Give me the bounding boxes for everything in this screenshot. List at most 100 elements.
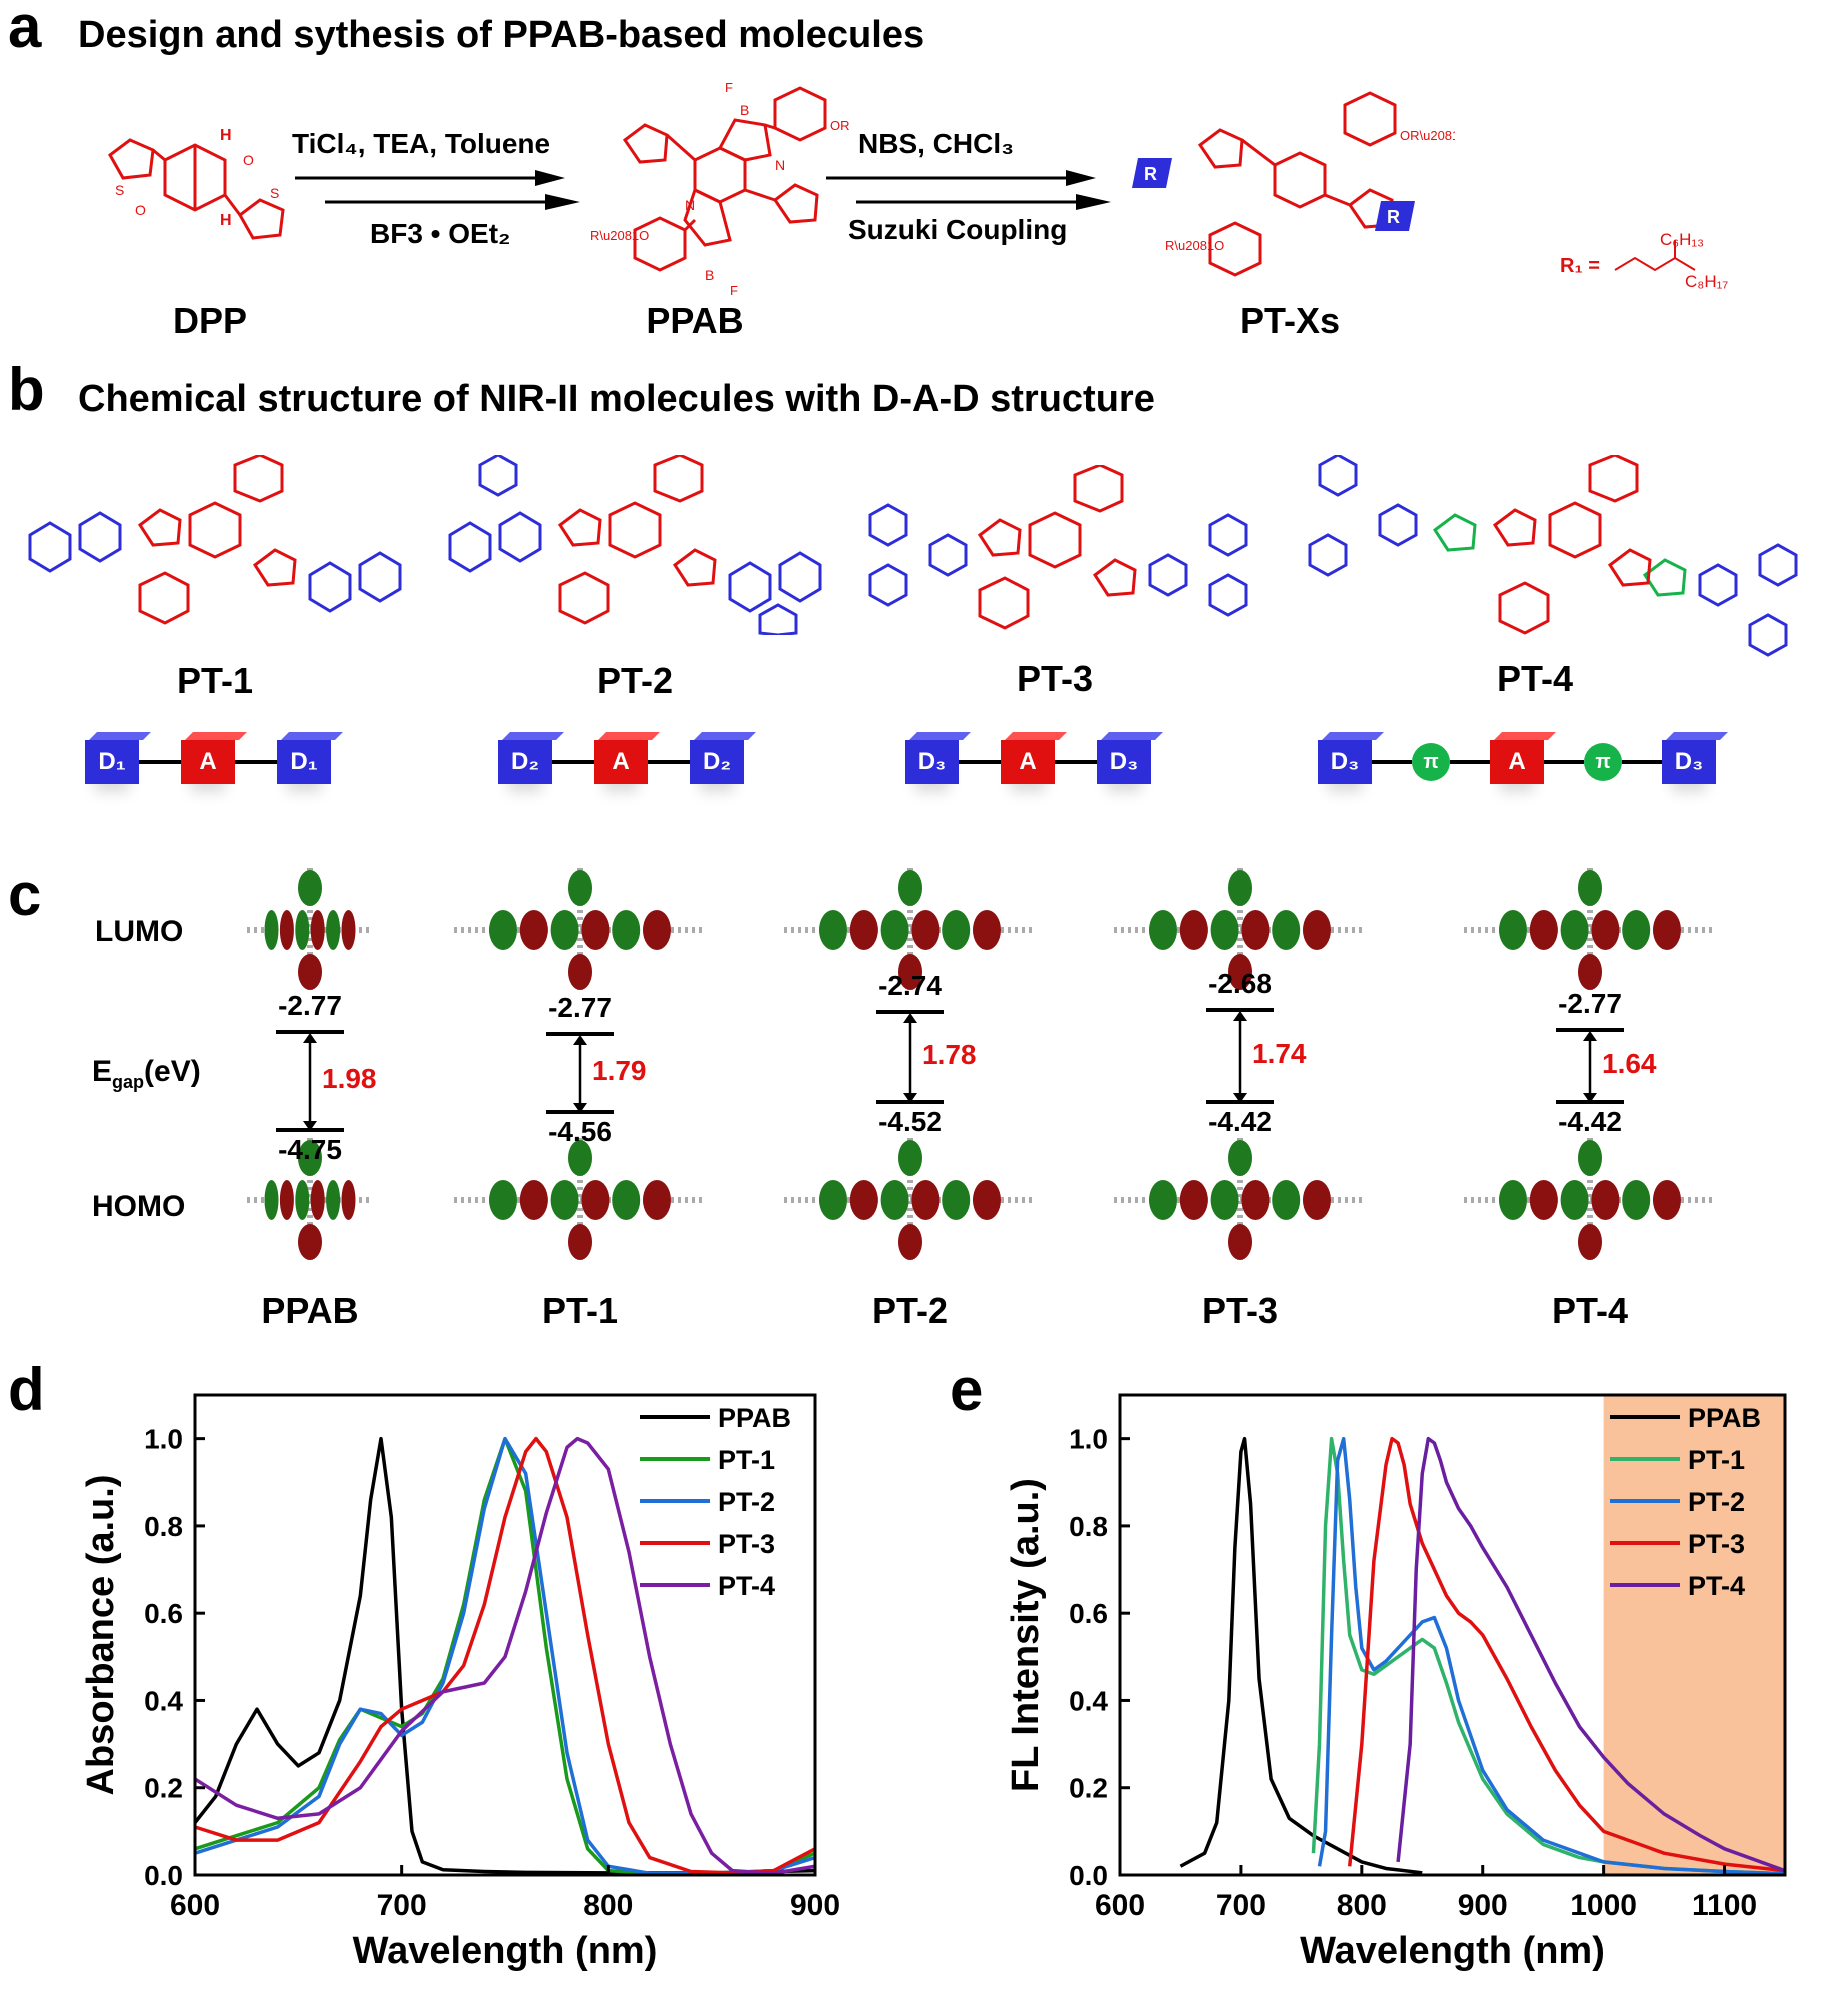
- series-line-pt-2: [1317, 1436, 1786, 1876]
- series-line-pt-4: [194, 1436, 816, 1876]
- panel-a-label: a: [8, 0, 42, 60]
- x-tick-label: 800: [583, 1889, 633, 1922]
- energy-gap-arrow: [303, 1033, 317, 1131]
- step1-reagents-top: TiCl₄, TEA, Toluene: [292, 128, 551, 159]
- homo-energy-value: -4.52: [878, 1106, 942, 1137]
- x-tick-label: 900: [790, 1889, 840, 1922]
- block-diagram-pt-3: D₃ A D₃: [905, 740, 1151, 784]
- x-tick-label: 900: [1458, 1889, 1508, 1922]
- ppab-structure: N B B N OR R\u2081O F F: [590, 80, 850, 298]
- orbital-molecule-name: PPAB: [261, 1290, 359, 1331]
- compound-ppab: PPAB: [646, 300, 744, 341]
- x-axis-label: Wavelength (nm): [353, 1930, 658, 1972]
- homo-orbital-pt-4: [1464, 1138, 1716, 1262]
- y-tick-label: 0.2: [1069, 1773, 1108, 1804]
- svg-text:H: H: [220, 212, 232, 229]
- panel-b-label: b: [8, 356, 45, 423]
- panel-e-label: e: [950, 1356, 984, 1423]
- svg-text:B: B: [705, 267, 714, 283]
- y-tick-label: 1.0: [1069, 1424, 1108, 1455]
- energy-gap-value: 1.98: [322, 1063, 377, 1094]
- block-diagram-pt-1: D₁ A D₁: [85, 740, 331, 784]
- pt-xs-structure: OR\u2081 R\u2081O: [1165, 91, 1455, 277]
- step1-reagents-bottom: BF3 • OEt₂: [370, 218, 511, 249]
- block-diagram-pt-2: D₂ A D₂: [498, 740, 744, 784]
- x-tick-label: 700: [1216, 1889, 1266, 1922]
- homo-energy-value: -4.75: [278, 1134, 342, 1165]
- homo-row-label: HOMO: [92, 1190, 186, 1223]
- lumo-orbital-pt-2: [784, 868, 1036, 992]
- legend-label-pt-4: PT-4: [1688, 1571, 1745, 1601]
- molecule-pt-3: PT-3: [1016, 658, 1094, 699]
- panel-b-title: Chemical structure of NIR-II molecules w…: [78, 378, 1155, 420]
- legend-label-pt-4: PT-4: [718, 1571, 775, 1601]
- nir-ii-shaded-region: [1603, 1395, 1785, 1875]
- pt-1-structure: [28, 455, 402, 625]
- donor-block: D₃: [905, 740, 959, 784]
- svg-text:O: O: [135, 202, 146, 218]
- r1-alkyl-chain: [1614, 240, 1696, 272]
- legend-label-pt-3: PT-3: [1688, 1529, 1745, 1559]
- donor-block: D₃: [1662, 740, 1716, 784]
- lumo-orbital-pt-1: [454, 868, 706, 992]
- panel-c-label: c: [8, 861, 42, 928]
- homo-energy-value: -4.42: [1208, 1106, 1272, 1137]
- svg-text:F: F: [725, 80, 733, 95]
- y-tick-label: 0.2: [144, 1773, 183, 1804]
- x-tick-label: 600: [170, 1889, 220, 1922]
- homo-energy-value: -4.42: [1558, 1106, 1622, 1137]
- lumo-orbital-pt-3: [1114, 868, 1366, 992]
- homo-energy-value: -4.56: [548, 1116, 612, 1147]
- svg-text:OR\u2081: OR\u2081: [1400, 128, 1455, 143]
- series-line-pt-2: [194, 1436, 816, 1876]
- lumo-level-line: [876, 1010, 944, 1014]
- legend-label-pt-2: PT-2: [718, 1487, 775, 1517]
- pi-bridge-block: π: [1584, 743, 1622, 781]
- svg-text:R\u2081O: R\u2081O: [590, 228, 649, 243]
- svg-text:B: B: [740, 102, 749, 118]
- x-tick-label: 1100: [1692, 1889, 1757, 1922]
- energy-gap-value: 1.79: [592, 1055, 647, 1086]
- lumo-energy-value: -2.74: [878, 970, 942, 1001]
- lumo-row-label: LUMO: [95, 915, 184, 948]
- series-line-ppab: [1179, 1436, 1423, 1875]
- y-tick-label: 0.4: [1069, 1685, 1108, 1716]
- homo-orbital-ppab: [247, 1138, 373, 1262]
- orbital-molecule-name: PT-3: [1201, 1290, 1279, 1331]
- molecule-pt-4: PT-4: [1496, 658, 1574, 699]
- x-tick-label: 600: [1095, 1889, 1145, 1922]
- energy-gap-arrow: [1233, 1011, 1247, 1103]
- orbital-molecule-name: PT-1: [541, 1290, 619, 1331]
- homo-orbital-pt-3: [1114, 1138, 1366, 1262]
- series-line-pt-3: [194, 1436, 816, 1875]
- lumo-level-line: [276, 1030, 344, 1034]
- plot-frame: [1118, 1393, 1787, 1877]
- orbital-molecule-name: PT-4: [1551, 1290, 1629, 1331]
- dpp-structure: H H S S O O: [108, 127, 285, 240]
- lumo-level-line: [1206, 1008, 1274, 1012]
- svg-text:H: H: [220, 127, 232, 144]
- orbital-molecule-name: PT-2: [871, 1290, 949, 1331]
- x-tick-label: 800: [1337, 1889, 1387, 1922]
- legend-label-ppab: PPAB: [718, 1403, 791, 1433]
- acceptor-block: A: [181, 740, 235, 784]
- svg-text:R\u2081O: R\u2081O: [1165, 238, 1224, 253]
- legend-label-pt-3: PT-3: [718, 1529, 775, 1559]
- r-group-box-right: R: [1375, 201, 1415, 231]
- legend-label-pt-1: PT-1: [1688, 1445, 1745, 1475]
- x-tick-label: 700: [377, 1889, 427, 1922]
- series-line-pt-4: [1396, 1436, 1786, 1873]
- lumo-orbital-pt-4: [1464, 868, 1716, 992]
- panel-d-label: d: [8, 1356, 45, 1423]
- svg-text:N: N: [685, 197, 695, 213]
- svg-text:R: R: [1387, 207, 1400, 227]
- y-tick-label: 0.8: [144, 1511, 183, 1542]
- lumo-energy-value: -2.77: [1558, 988, 1622, 1019]
- y-tick-label: 0.0: [1069, 1860, 1108, 1891]
- lumo-energy-value: -2.68: [1208, 968, 1272, 999]
- lumo-energy-value: -2.77: [548, 992, 612, 1023]
- lumo-level-line: [546, 1032, 614, 1036]
- panel-a-title: Design and sythesis of PPAB-based molecu…: [78, 14, 925, 56]
- y-tick-label: 0.6: [1069, 1598, 1108, 1629]
